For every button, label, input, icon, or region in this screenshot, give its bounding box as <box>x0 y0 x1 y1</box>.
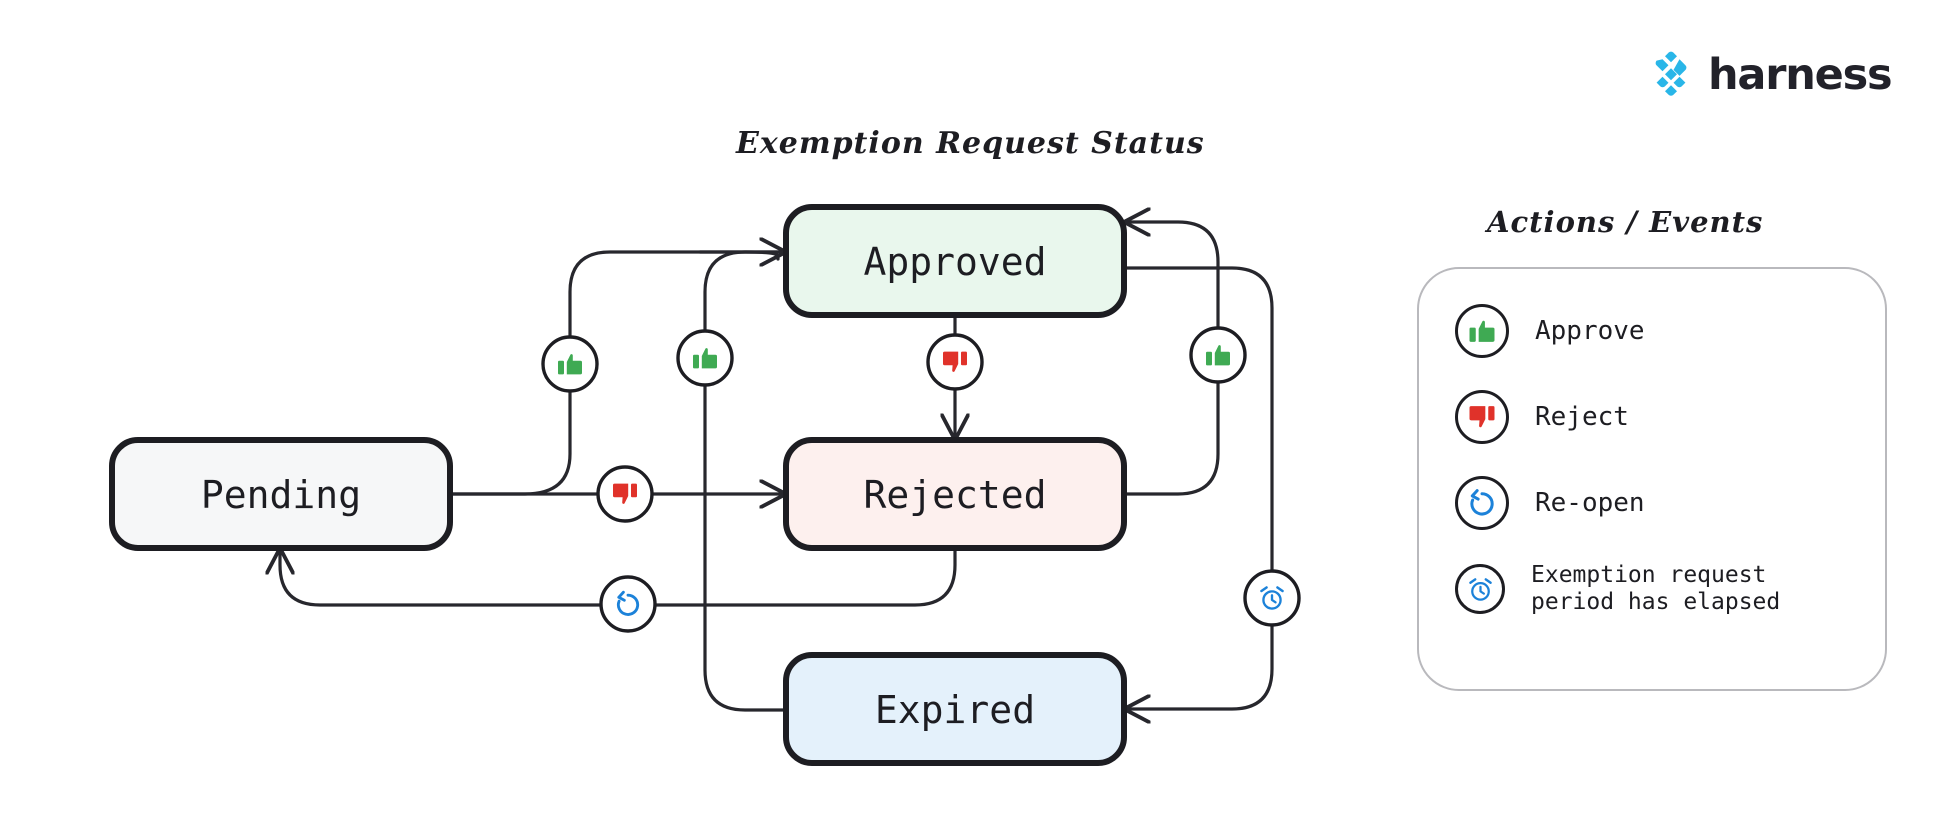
state-node-expired[interactable]: Expired <box>783 652 1127 766</box>
state-box-approved[interactable] <box>783 204 1127 318</box>
state-label-pending: Pending <box>201 473 361 517</box>
legend-item-approve[interactable]: Approve <box>1455 300 1895 362</box>
legend-badge-reopen <box>1455 476 1509 530</box>
state-label-rejected: Rejected <box>863 473 1046 517</box>
state-node-rejected[interactable]: Rejected <box>783 437 1127 551</box>
edge-badge-reject-approved[interactable] <box>926 333 984 391</box>
edge-badge-approve-rejected[interactable] <box>1189 326 1247 384</box>
state-node-approved[interactable]: Approved <box>783 204 1127 318</box>
edge-badge-reopen[interactable] <box>599 575 657 633</box>
edge-approved-to-expired <box>1124 266 1274 709</box>
state-box-rejected[interactable] <box>783 437 1127 551</box>
thumbs-down-icon <box>943 351 967 372</box>
state-label-expired: Expired <box>875 688 1035 732</box>
thumbs-down-icon <box>1469 406 1495 428</box>
alarm-clock-icon <box>1468 577 1492 601</box>
thumbs-up-icon <box>693 348 717 369</box>
state-label-approved: Approved <box>863 240 1046 284</box>
legend-badge-elapsed <box>1455 564 1505 614</box>
thumbs-up-icon <box>558 354 582 375</box>
harness-diamond-logo-icon <box>1648 50 1694 100</box>
state-box-pending[interactable] <box>109 437 453 551</box>
legend-title: Actions / Events <box>1487 205 1764 239</box>
edge-expired-to-approved <box>703 250 788 712</box>
re-open-icon <box>1470 489 1494 516</box>
legend-label-reopen: Re-open <box>1535 487 1645 518</box>
thumbs-up-icon <box>1469 320 1495 342</box>
legend-badge-reject <box>1455 390 1509 444</box>
legend-item-reject[interactable]: Reject <box>1455 386 1895 448</box>
legend-label-approve: Approve <box>1535 315 1645 346</box>
alarm-clock-icon <box>1260 586 1284 610</box>
edge-badge-reject-pending[interactable] <box>596 465 654 523</box>
page-title: Exemption Request Status <box>736 126 1205 161</box>
edge-badge-approve-pending[interactable] <box>541 335 599 393</box>
legend-badge-approve <box>1455 304 1509 358</box>
state-diagram: Pending Approved Rejected Expired <box>109 204 1301 766</box>
state-box-expired[interactable] <box>783 652 1127 766</box>
state-node-pending[interactable]: Pending <box>109 437 453 551</box>
edge-badge-approve-expired[interactable] <box>676 329 734 387</box>
legend-label-reject: Reject <box>1535 401 1629 432</box>
thumbs-up-icon <box>1206 345 1230 366</box>
legend-item-reopen[interactable]: Re-open <box>1455 472 1895 534</box>
thumbs-down-icon <box>613 483 637 504</box>
legend-list: Approve Reject Re-open <box>1455 300 1895 620</box>
legend-label-elapsed: Exemption request period has elapsed <box>1531 561 1781 615</box>
harness-logo: harness <box>1648 49 1893 100</box>
harness-wordmark: harness <box>1708 49 1893 100</box>
edge-badge-elapsed[interactable] <box>1243 569 1301 627</box>
legend-item-elapsed[interactable]: Exemption request period has elapsed <box>1455 558 1895 620</box>
re-open-icon <box>617 590 640 616</box>
